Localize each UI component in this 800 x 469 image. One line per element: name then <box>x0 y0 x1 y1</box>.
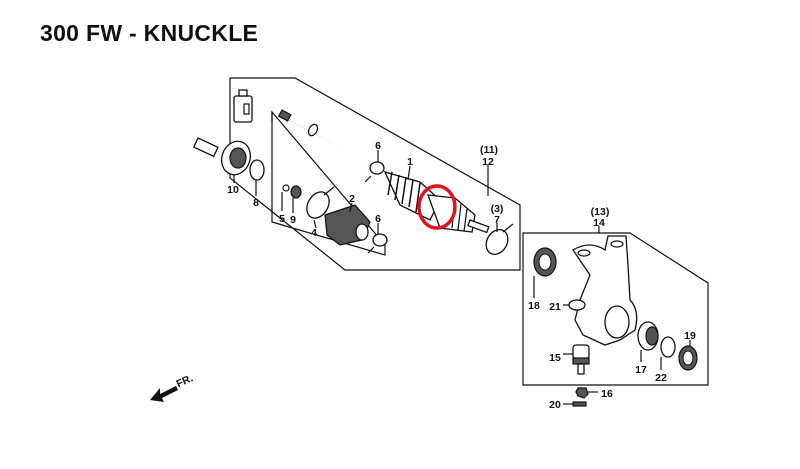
ball-joint-icon <box>572 344 590 375</box>
callout-3[interactable]: (3) <box>491 203 504 215</box>
callout-1[interactable]: 1 <box>407 156 413 168</box>
callout-19[interactable]: 19 <box>684 330 696 342</box>
o-ring-icon <box>568 299 586 311</box>
callout-8[interactable]: 8 <box>253 197 259 209</box>
callout-6-lower[interactable]: 6 <box>375 213 381 225</box>
callout-14[interactable]: 14 <box>593 217 605 229</box>
snap-ring-icon <box>660 336 676 358</box>
callout-9[interactable]: 9 <box>290 214 296 226</box>
stop-ring-icon <box>290 185 302 199</box>
callout-18[interactable]: 18 <box>528 300 540 312</box>
outer-cv-joint-icon <box>427 194 490 234</box>
callout-16[interactable]: 16 <box>601 388 613 400</box>
front-direction-arrow-icon <box>150 386 178 402</box>
inner-cv-joint-icon <box>192 137 252 176</box>
callout-11[interactable]: (11) <box>480 144 498 156</box>
nut-icon <box>575 387 589 399</box>
callout-15[interactable]: 15 <box>549 352 561 364</box>
callout-10[interactable]: 10 <box>227 184 239 196</box>
callout-13[interactable]: (13) <box>591 206 610 218</box>
leader-lines <box>233 150 691 405</box>
knuckle-assembly-box <box>522 232 709 386</box>
circlip-icon <box>282 184 290 192</box>
callout-20[interactable]: 20 <box>549 399 561 411</box>
bearing-icon <box>637 321 659 351</box>
diagram-title: 300 FW - KNUCKLE <box>40 20 259 46</box>
callout-17[interactable]: 17 <box>635 364 647 376</box>
callout-21[interactable]: 21 <box>549 301 561 313</box>
cotter-pin-icon <box>572 401 587 407</box>
driveshaft-assembly-box <box>229 77 521 271</box>
inner-boot-icon <box>324 204 371 246</box>
callout-22[interactable]: 22 <box>655 372 667 384</box>
grease-bottle-icon <box>233 89 253 123</box>
set-ring-icon <box>249 159 265 181</box>
callout-12[interactable]: 12 <box>482 156 494 168</box>
callout-7[interactable]: 7 <box>494 214 500 226</box>
knuckle-icon <box>572 235 638 346</box>
highlight-circle <box>417 184 457 230</box>
callout-4[interactable]: 4 <box>311 227 317 239</box>
inner-boot-kit-box <box>271 110 386 256</box>
callout-5[interactable]: 5 <box>279 213 285 225</box>
callout-6-upper[interactable]: 6 <box>375 140 381 152</box>
front-direction-label: FR. <box>175 372 195 390</box>
boot-band-icon <box>306 161 514 255</box>
callout-2[interactable]: 2 <box>349 193 355 205</box>
